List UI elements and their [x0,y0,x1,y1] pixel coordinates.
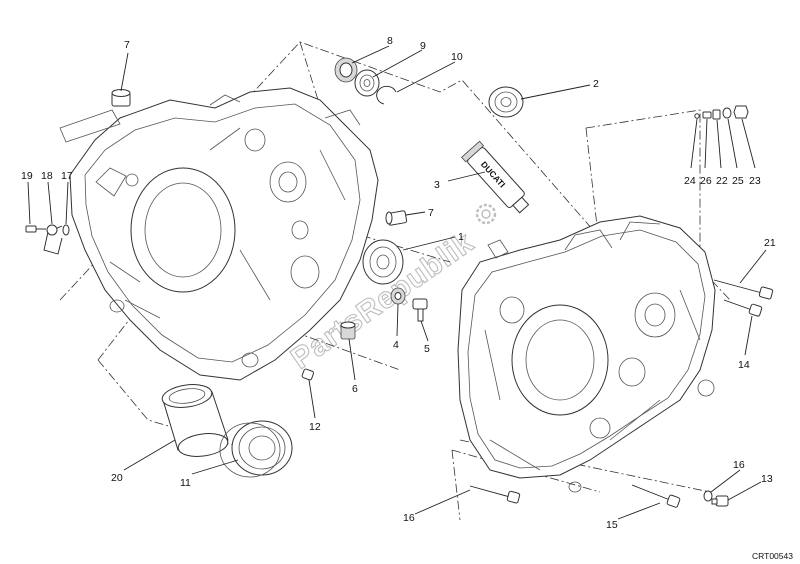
callout-10: 10 [451,51,463,63]
main-bearing [362,239,404,285]
bolt-small [412,298,428,322]
callout-1: 1 [458,231,464,243]
dowel-pin-right [385,210,408,226]
callout-21: 20 [111,472,123,484]
left-crankcase-half [59,87,379,381]
sealant-tube: DUCATI [461,140,530,214]
callout-27: 26 [700,175,712,187]
callout-13: 13 [761,473,773,485]
callout-18: 17 [61,170,73,182]
callout-16: 16 [733,459,745,471]
callout-labels: 7 8 9 10 2 3 7 1 4 5 6 12 20 11 19 18 17… [21,35,793,561]
callout-5: 5 [424,343,430,355]
plug [340,321,356,340]
callout-12: 12 [309,421,321,433]
bolt-13 [711,495,729,507]
bolt-14 [723,299,763,317]
bolt-22 [713,279,774,300]
oil-seal [334,57,358,83]
callout-7-top: 7 [124,39,130,51]
callout-2: 2 [593,78,599,90]
callout-19: 18 [41,170,53,182]
callout-24: 23 [749,175,761,187]
washer [390,287,406,305]
sleeve-ring [161,384,229,457]
callout-6: 6 [352,383,358,395]
top-right-small-parts [694,105,749,120]
callout-4: 4 [393,339,399,351]
large-bearing [219,420,293,478]
callout-3: 3 [434,179,440,191]
washer-16 [703,490,713,502]
bolt-15 [631,484,681,508]
callout-7-right: 7 [428,207,434,219]
right-crankcase-half [457,215,716,493]
bearing-upper [488,86,524,118]
callout-26: 25 [732,175,744,187]
callout-17: 16 [403,512,415,524]
small-bearing [354,69,380,97]
dowel-pin-upper [111,89,131,107]
leader-lines [27,45,767,520]
gear-icon [475,203,497,225]
callout-11: 11 [180,477,191,489]
drawing-code: CRT00543 [752,551,793,561]
callout-20: 19 [21,170,33,182]
pin [301,368,315,381]
callout-9: 9 [420,40,426,52]
bolt-17 [469,485,521,504]
parts: DUCATI [25,57,774,508]
callout-22: 21 [764,237,776,249]
callout-8: 8 [387,35,393,47]
circlip [376,85,397,105]
callout-14: 14 [738,359,750,371]
callout-15: 15 [606,519,618,531]
left-clip-assembly [25,224,70,255]
callout-25: 24 [684,175,696,187]
callout-23: 22 [716,175,728,187]
